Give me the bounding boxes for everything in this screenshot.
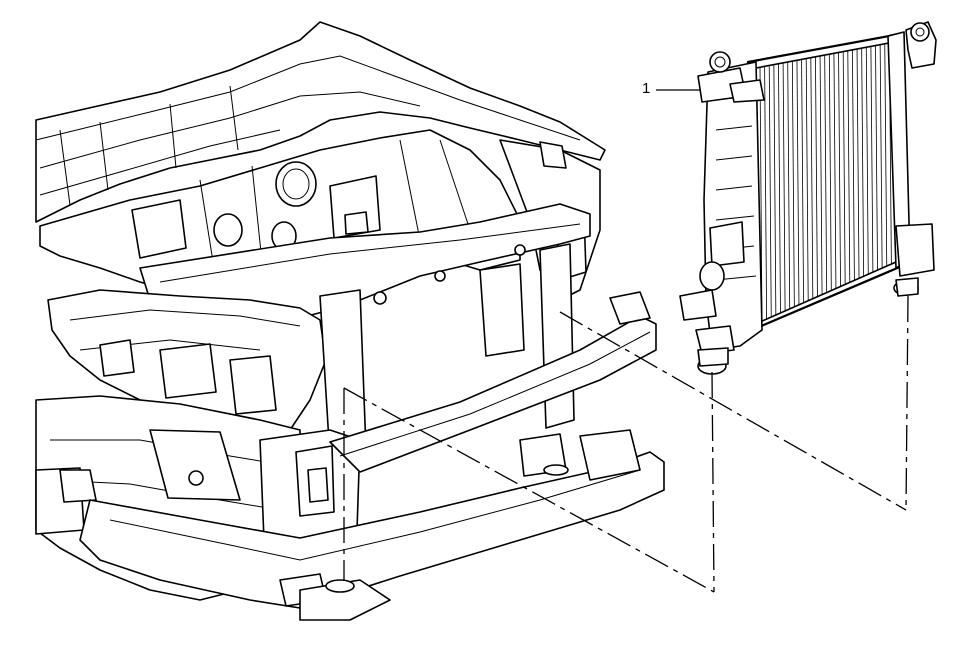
lower-radiator-support: [79, 429, 665, 621]
radiator-fin: [852, 50, 855, 281]
radiator-core-fins: [759, 41, 897, 323]
radiator-fin: [847, 50, 851, 283]
radiator-fin: [787, 62, 791, 310]
radiator-fin: [833, 53, 837, 289]
radiator-fin: [819, 56, 823, 296]
radiator-fin: [865, 47, 869, 275]
radiator-fin: [842, 51, 846, 285]
radiator-fin: [870, 46, 874, 273]
radiator-fin: [805, 59, 809, 302]
radiator-fin: [801, 59, 804, 304]
radiator-fin: [884, 43, 888, 267]
radiator-fin: [815, 57, 818, 298]
radiator-fin: [796, 60, 800, 306]
radiator-fin: [768, 66, 772, 318]
radiator-fin: [828, 54, 832, 291]
radiator-fin: [861, 48, 865, 277]
alignment-leader-lines: [343, 295, 909, 593]
radiator-fin: [879, 44, 883, 269]
callout-1-label: 1: [642, 80, 651, 97]
radiator-fin: [782, 63, 786, 312]
radiator-fin: [838, 52, 841, 287]
radiator: [679, 21, 937, 375]
radiator-fin: [824, 55, 828, 294]
radiator-fin: [875, 45, 878, 271]
radiator-fin: [773, 65, 777, 316]
radiator-fin: [856, 49, 860, 279]
radiator-fin: [764, 67, 768, 320]
radiator-fin: [778, 64, 781, 314]
radiator-fin: [791, 61, 795, 308]
radiator-fin: [810, 58, 814, 300]
bumper-reinforcement-beam: [329, 291, 657, 473]
